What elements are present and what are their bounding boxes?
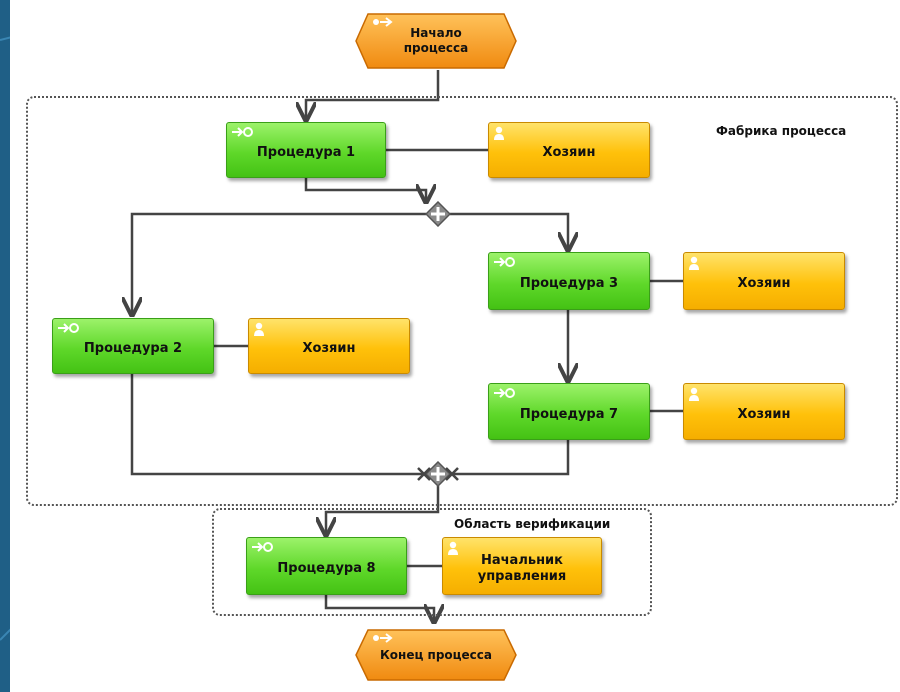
procedure-3-label: Процедура 3 (519, 276, 619, 292)
procedure-7-label: Процедура 7 (519, 406, 619, 422)
process-arrow-icon (232, 127, 253, 137)
join-marker-right-icon (445, 467, 459, 481)
procedure-2[interactable]: Процедура 2 (52, 318, 214, 374)
owner-7[interactable]: Хозяин (683, 383, 845, 440)
owner-8[interactable]: Начальник управления (442, 537, 602, 595)
process-arrow-icon (494, 257, 515, 267)
start-event-label: Начало процесса (403, 26, 469, 55)
procedure-8[interactable]: Процедура 8 (246, 537, 407, 595)
owner-3-label: Хозяин (737, 276, 791, 292)
owner-8-label: Начальник управления (477, 553, 567, 584)
owner-2-label: Хозяин (302, 341, 356, 357)
owner-7-label: Хозяин (737, 406, 791, 422)
event-arrow-icon (373, 633, 393, 643)
and-split-icon[interactable] (425, 201, 451, 227)
person-icon (254, 322, 264, 336)
join-marker-left-icon (417, 467, 431, 481)
verification-region (212, 508, 652, 616)
owner-1-label: Хозяин (542, 145, 596, 161)
event-arrow-icon (373, 17, 393, 27)
factory-region-label: Фабрика процесса (716, 124, 847, 138)
connector-lines (10, 70, 683, 692)
verification-region-label: Область верификации (454, 517, 611, 531)
end-event[interactable]: Конец процесса (354, 628, 518, 682)
process-arrow-icon (252, 542, 273, 552)
process-arrow-icon (494, 388, 515, 398)
factory-region (26, 96, 898, 506)
diagram-canvas: Фабрика процесса Область верификации Нач… (10, 0, 900, 692)
owner-2[interactable]: Хозяин (248, 318, 410, 374)
event-shape (355, 13, 517, 69)
process-arrow-icon (58, 323, 79, 333)
procedure-8-label: Процедура 8 (277, 561, 376, 577)
procedure-3[interactable]: Процедура 3 (488, 252, 650, 310)
person-icon (494, 126, 504, 140)
owner-1[interactable]: Хозяин (488, 122, 650, 178)
owner-3[interactable]: Хозяин (683, 252, 845, 310)
procedure-7[interactable]: Процедура 7 (488, 383, 650, 440)
person-icon (448, 541, 458, 555)
person-icon (689, 256, 699, 270)
procedure-2-label: Процедура 2 (83, 341, 183, 357)
procedure-1[interactable]: Процедура 1 (226, 122, 386, 178)
event-shape (355, 629, 517, 681)
end-event-label: Конец процесса (379, 647, 493, 662)
and-join-icon[interactable] (425, 461, 451, 487)
procedure-1-label: Процедура 1 (256, 145, 356, 161)
person-icon (689, 387, 699, 401)
start-event[interactable]: Начало процесса (354, 12, 518, 70)
